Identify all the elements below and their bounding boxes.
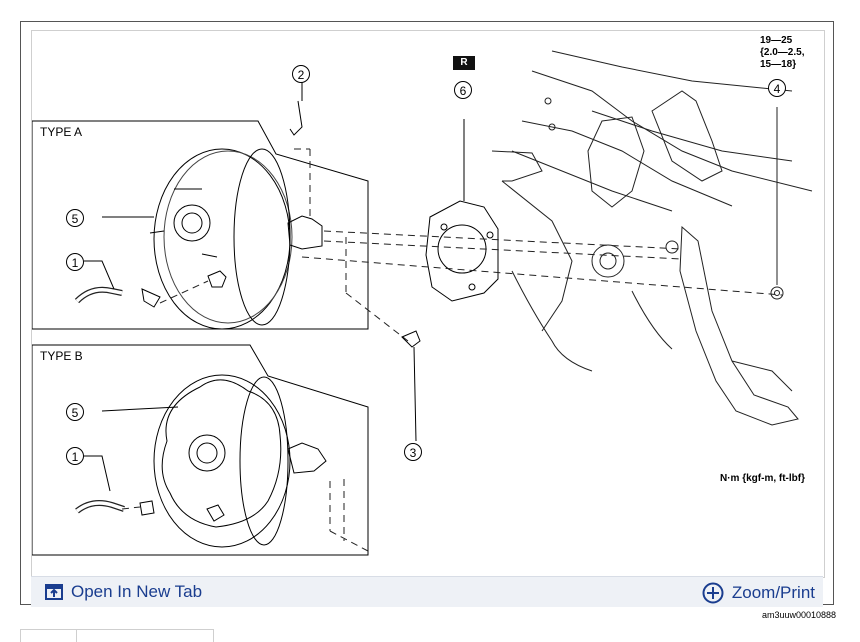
- unit-label: N·m {kgf-m, ft-lbf}: [720, 473, 805, 484]
- callout-4: 4: [768, 79, 786, 97]
- type-b-booster: [75, 374, 327, 548]
- gasket-part: [425, 200, 499, 302]
- torque-line: 19—25: [760, 35, 793, 46]
- tab-strip: [20, 629, 214, 642]
- callout-1-type-a: 1: [66, 253, 84, 271]
- bolt-part: [401, 330, 421, 442]
- callout-5-type-b: 5: [66, 403, 84, 421]
- open-in-new-tab-button[interactable]: Open In New Tab: [45, 582, 202, 602]
- figure-frame: TYPE A TYPE B 19—25 {2.0—2.5, 15—18} R 2…: [20, 21, 834, 607]
- figure-toolbar: Open In New Tab Zoom/Print: [31, 576, 823, 607]
- figure-canvas: TYPE A TYPE B 19—25 {2.0—2.5, 15—18} R 2…: [31, 30, 825, 578]
- type-a-label: TYPE A: [40, 125, 83, 139]
- torque-spec: 19—25 {2.0—2.5, 15—18}: [760, 35, 804, 71]
- assembly-guides: [121, 148, 783, 552]
- type-b-label: TYPE B: [40, 349, 83, 363]
- brake-pedal-assembly: [491, 50, 813, 426]
- callout-3: 3: [404, 443, 422, 461]
- reuse-badge: R: [453, 56, 475, 70]
- zoom-print-label: Zoom/Print: [731, 583, 815, 602]
- callout-5-type-a: 5: [66, 209, 84, 227]
- clip-part: [289, 77, 303, 136]
- callout-6: 6: [454, 81, 472, 99]
- callout-1-type-b: 1: [66, 447, 84, 465]
- open-new-tab-icon: [45, 584, 63, 600]
- zoom-print-button[interactable]: Zoom/Print: [702, 582, 815, 604]
- torque-line: {2.0—2.5,: [760, 47, 805, 58]
- type-b-box: [32, 344, 369, 556]
- plus-circle-icon: [702, 582, 724, 604]
- torque-line: 15—18}: [760, 59, 797, 70]
- type-a-box: [32, 120, 369, 330]
- brake-booster-diagram: [32, 50, 813, 556]
- figure-code: am3uuw00010888: [761, 610, 836, 620]
- callout-2: 2: [292, 65, 310, 83]
- open-in-new-tab-label: Open In New Tab: [71, 582, 203, 601]
- type-a-booster: [74, 148, 323, 330]
